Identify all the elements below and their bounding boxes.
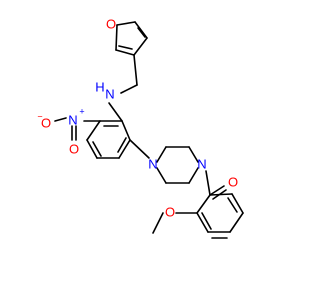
furan-oxygen-label: O	[106, 16, 116, 31]
amine-nitrogen-label: N	[105, 86, 114, 101]
carbonyl-oxygen-label: O	[228, 174, 238, 189]
piperazine-nitrogen-left-label: N	[148, 156, 157, 171]
nitroaniline-ring	[86, 102, 131, 159]
methylene-bond-lower	[120, 84, 138, 94]
aryl-piperazine-bond	[129, 139, 150, 159]
nitro-oxygen-left-label: O	[41, 115, 51, 130]
piperazine-nitrogen-right-label: N	[197, 156, 206, 171]
nitro-oxygen-left-charge: −	[37, 111, 42, 121]
nitro-nitrogen-charge: +	[79, 106, 84, 116]
methyl-bond	[152, 212, 164, 234]
methoxybenzoyl-ring	[196, 193, 244, 239]
methylene-bond-upper	[133, 54, 138, 86]
carbonyl-double-bond	[209, 185, 225, 196]
piperazine-ring	[156, 146, 199, 184]
amide-bond	[205, 170, 211, 196]
furan-ring	[115, 21, 148, 56]
methoxy-oxygen-label: O	[165, 204, 175, 219]
nitro-single-bond	[54, 117, 67, 122]
amine-hydrogen-label: H	[95, 79, 104, 94]
nitro-nitrogen-label: N	[68, 112, 77, 127]
nitro-oxygen-bottom-label: O	[69, 141, 79, 156]
chemical-structure-diagram: O N H N + O − O N N O O	[37, 16, 244, 239]
